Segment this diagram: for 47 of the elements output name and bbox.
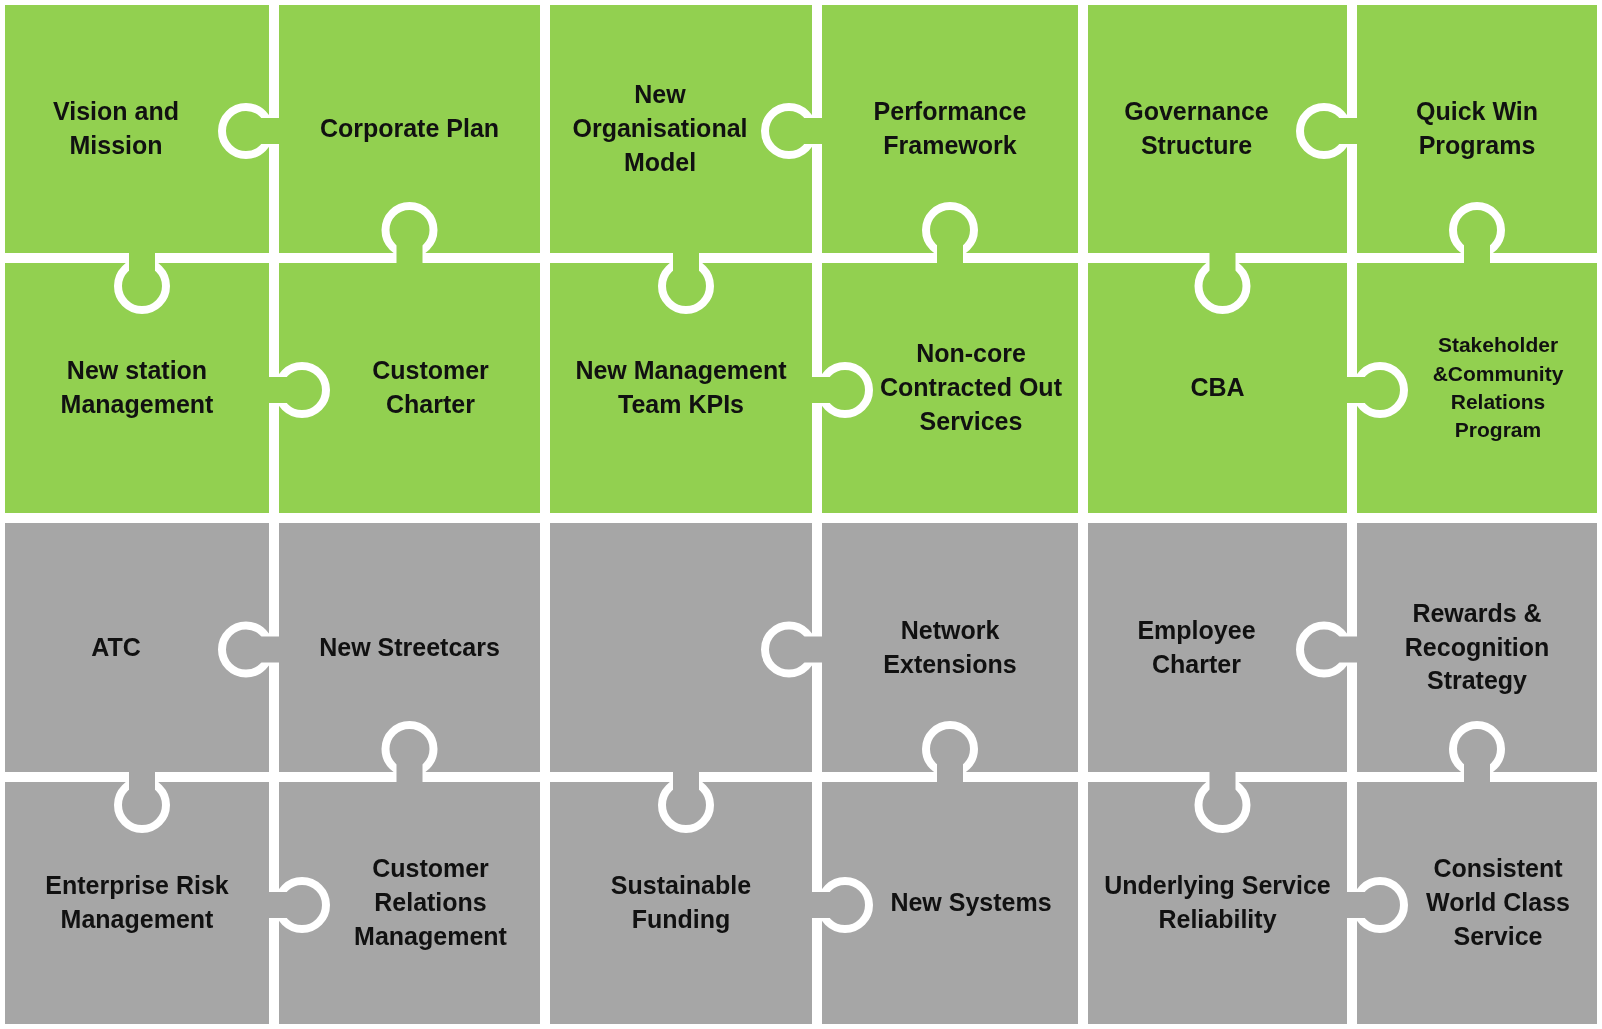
puzzle-piece (1088, 782, 1347, 1024)
puzzle-piece (550, 5, 812, 253)
piece-label: Corporate Plan (319, 113, 500, 145)
piece-label: Rewards & Recognition Strategy (1403, 597, 1551, 697)
piece-label: New Organisational Model (571, 79, 749, 178)
puzzle-piece (279, 782, 540, 1024)
piece-label: Vision and Mission (52, 96, 180, 161)
puzzle-piece (1357, 5, 1597, 253)
puzzle-piece (1088, 263, 1347, 513)
piece-label: Non-core Contracted Out Services (880, 338, 1062, 437)
piece-label: Network Extensions (882, 614, 1018, 680)
puzzle-piece (1357, 263, 1597, 513)
piece-label: New Management Team KPIs (574, 355, 788, 420)
piece-label: Quick Win Programs (1415, 96, 1539, 161)
puzzle-piece (550, 263, 812, 513)
puzzle-piece (279, 263, 540, 513)
piece-label: Employee Charter (1136, 614, 1257, 680)
puzzle-piece (5, 782, 269, 1024)
piece-label: New Systems (890, 887, 1052, 919)
piece-label: Customer Charter (371, 355, 490, 420)
puzzle-piece (822, 523, 1078, 772)
puzzle-piece (550, 782, 812, 1024)
piece-label: New station Management (59, 355, 215, 420)
puzzle-piece (1088, 5, 1347, 253)
puzzle-piece (5, 5, 269, 253)
piece-label: Stakeholder &Community Relations Program (1431, 332, 1565, 444)
piece-label: Governance Structure (1123, 96, 1270, 161)
puzzle-piece (1357, 782, 1597, 1024)
puzzle-piece (822, 263, 1078, 513)
piece-label: Underlying Service Reliability (1104, 870, 1331, 935)
piece-label: Sustainable Funding (609, 870, 753, 935)
piece-label: Consistent World Class Service (1425, 853, 1571, 952)
puzzle-piece (1357, 523, 1597, 772)
piece-label: Performance Framework (872, 96, 1028, 161)
puzzle-piece (1088, 523, 1347, 772)
puzzle-piece (279, 523, 540, 772)
puzzle-piece (279, 5, 540, 253)
piece-label: New Streetcars (319, 631, 500, 663)
puzzle-piece (550, 523, 812, 772)
puzzle-piece (822, 5, 1078, 253)
piece-label: Customer Relations Management (353, 853, 508, 952)
piece-label: CBA (1190, 372, 1245, 404)
puzzle-piece (5, 523, 269, 772)
piece-label: Enterprise Risk Management (44, 870, 230, 935)
piece-label: ATC (91, 631, 141, 663)
puzzle-piece (822, 782, 1078, 1024)
puzzle-piece (5, 263, 269, 513)
